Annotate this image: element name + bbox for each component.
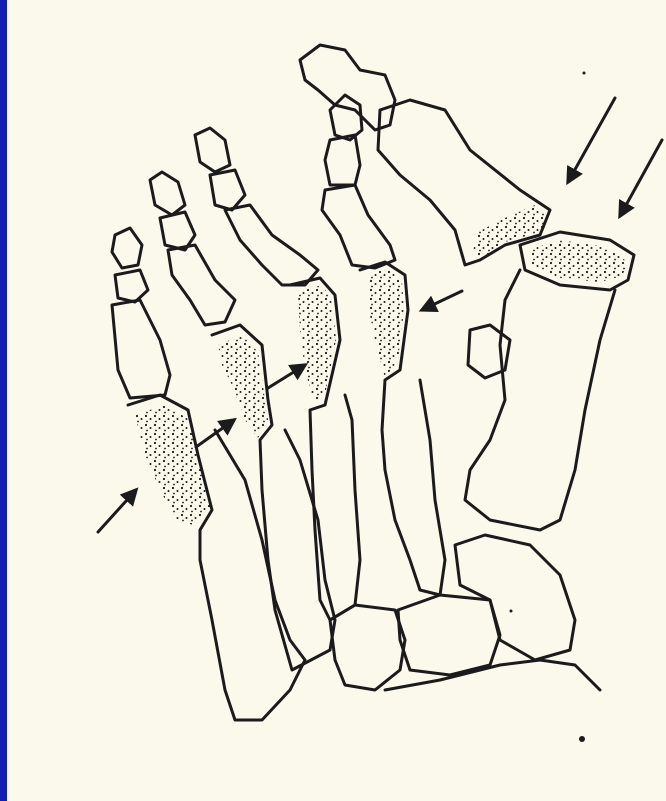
fifth-middle-phalanx — [115, 270, 148, 302]
stippled-first-metatarsal-head — [528, 240, 628, 282]
arrow-top-right-1 — [568, 98, 615, 182]
stippled-fourth-metatarsal-head — [218, 335, 268, 438]
arrow-between-fifth-fourth — [196, 420, 234, 447]
second-proximal-phalanx — [322, 185, 395, 268]
arrow-between-fourth-third — [268, 365, 305, 388]
second-middle-phalanx — [325, 135, 360, 185]
third-proximal-phalanx — [225, 205, 318, 285]
tarsal-bone-lateral — [330, 605, 405, 690]
arrow-second-metatarsal — [422, 291, 462, 310]
stippled-second-metatarsal-head — [368, 268, 404, 378]
sesamoid-bone — [468, 325, 510, 378]
tarsal-bone-middle — [398, 595, 500, 675]
arrow-top-right-2 — [620, 140, 662, 216]
paper-speck — [510, 610, 513, 613]
hallux-proximal-phalanx — [378, 100, 550, 265]
stippled-fifth-metatarsal-head — [135, 405, 212, 525]
paper-speck — [579, 736, 585, 742]
fifth-proximal-phalanx — [112, 300, 170, 398]
third-distal-phalanx — [195, 128, 230, 172]
cuboid-base — [385, 660, 600, 690]
arrow-lateral-bottom — [98, 490, 136, 532]
fourth-proximal-phalanx — [168, 245, 235, 325]
fifth-distal-phalanx — [112, 228, 142, 268]
paper-speck — [583, 72, 586, 75]
fourth-distal-phalanx — [150, 172, 185, 215]
third-middle-phalanx — [210, 170, 245, 210]
fourth-middle-phalanx — [160, 212, 195, 250]
second-distal-phalanx — [330, 95, 362, 140]
first-metatarsal-shaft — [465, 270, 615, 530]
